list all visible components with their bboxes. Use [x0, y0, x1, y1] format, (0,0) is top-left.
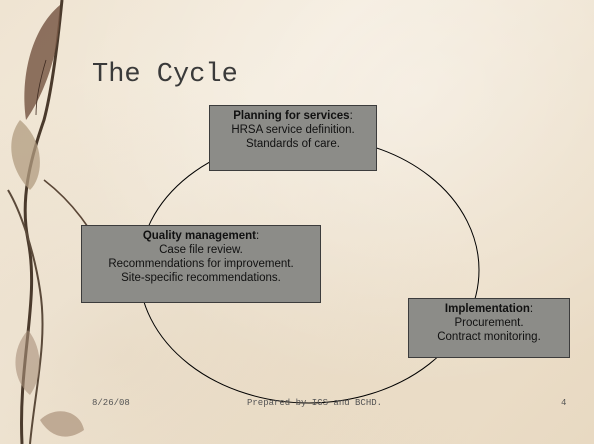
planning-line-1: HRSA service definition.	[231, 124, 355, 136]
implementation-box: Implementation: Procurement. Contract mo…	[408, 298, 570, 358]
planning-heading: Planning for services	[233, 110, 350, 122]
page-number: 4	[561, 398, 567, 408]
implementation-line-1: Procurement.	[454, 317, 524, 329]
quality-line-1: Case file review.	[159, 244, 243, 256]
quality-line-2: Recommendations for improvement.	[108, 258, 294, 270]
footer-note: Prepared by IGS and BCHD.	[247, 398, 383, 408]
footer-date: 8/26/08	[92, 398, 130, 408]
quality-line-3: Site-specific recommendations.	[121, 272, 281, 284]
implementation-line-2: Contract monitoring.	[437, 331, 541, 343]
planning-box: Planning for services: HRSA service defi…	[209, 105, 377, 171]
quality-box: Quality management: Case file review. Re…	[81, 225, 321, 303]
quality-heading: Quality management	[142, 230, 256, 242]
implementation-heading: Implementation	[444, 303, 530, 315]
planning-line-2: Standards of care.	[246, 138, 340, 150]
slide-title: The Cycle	[92, 60, 238, 90]
